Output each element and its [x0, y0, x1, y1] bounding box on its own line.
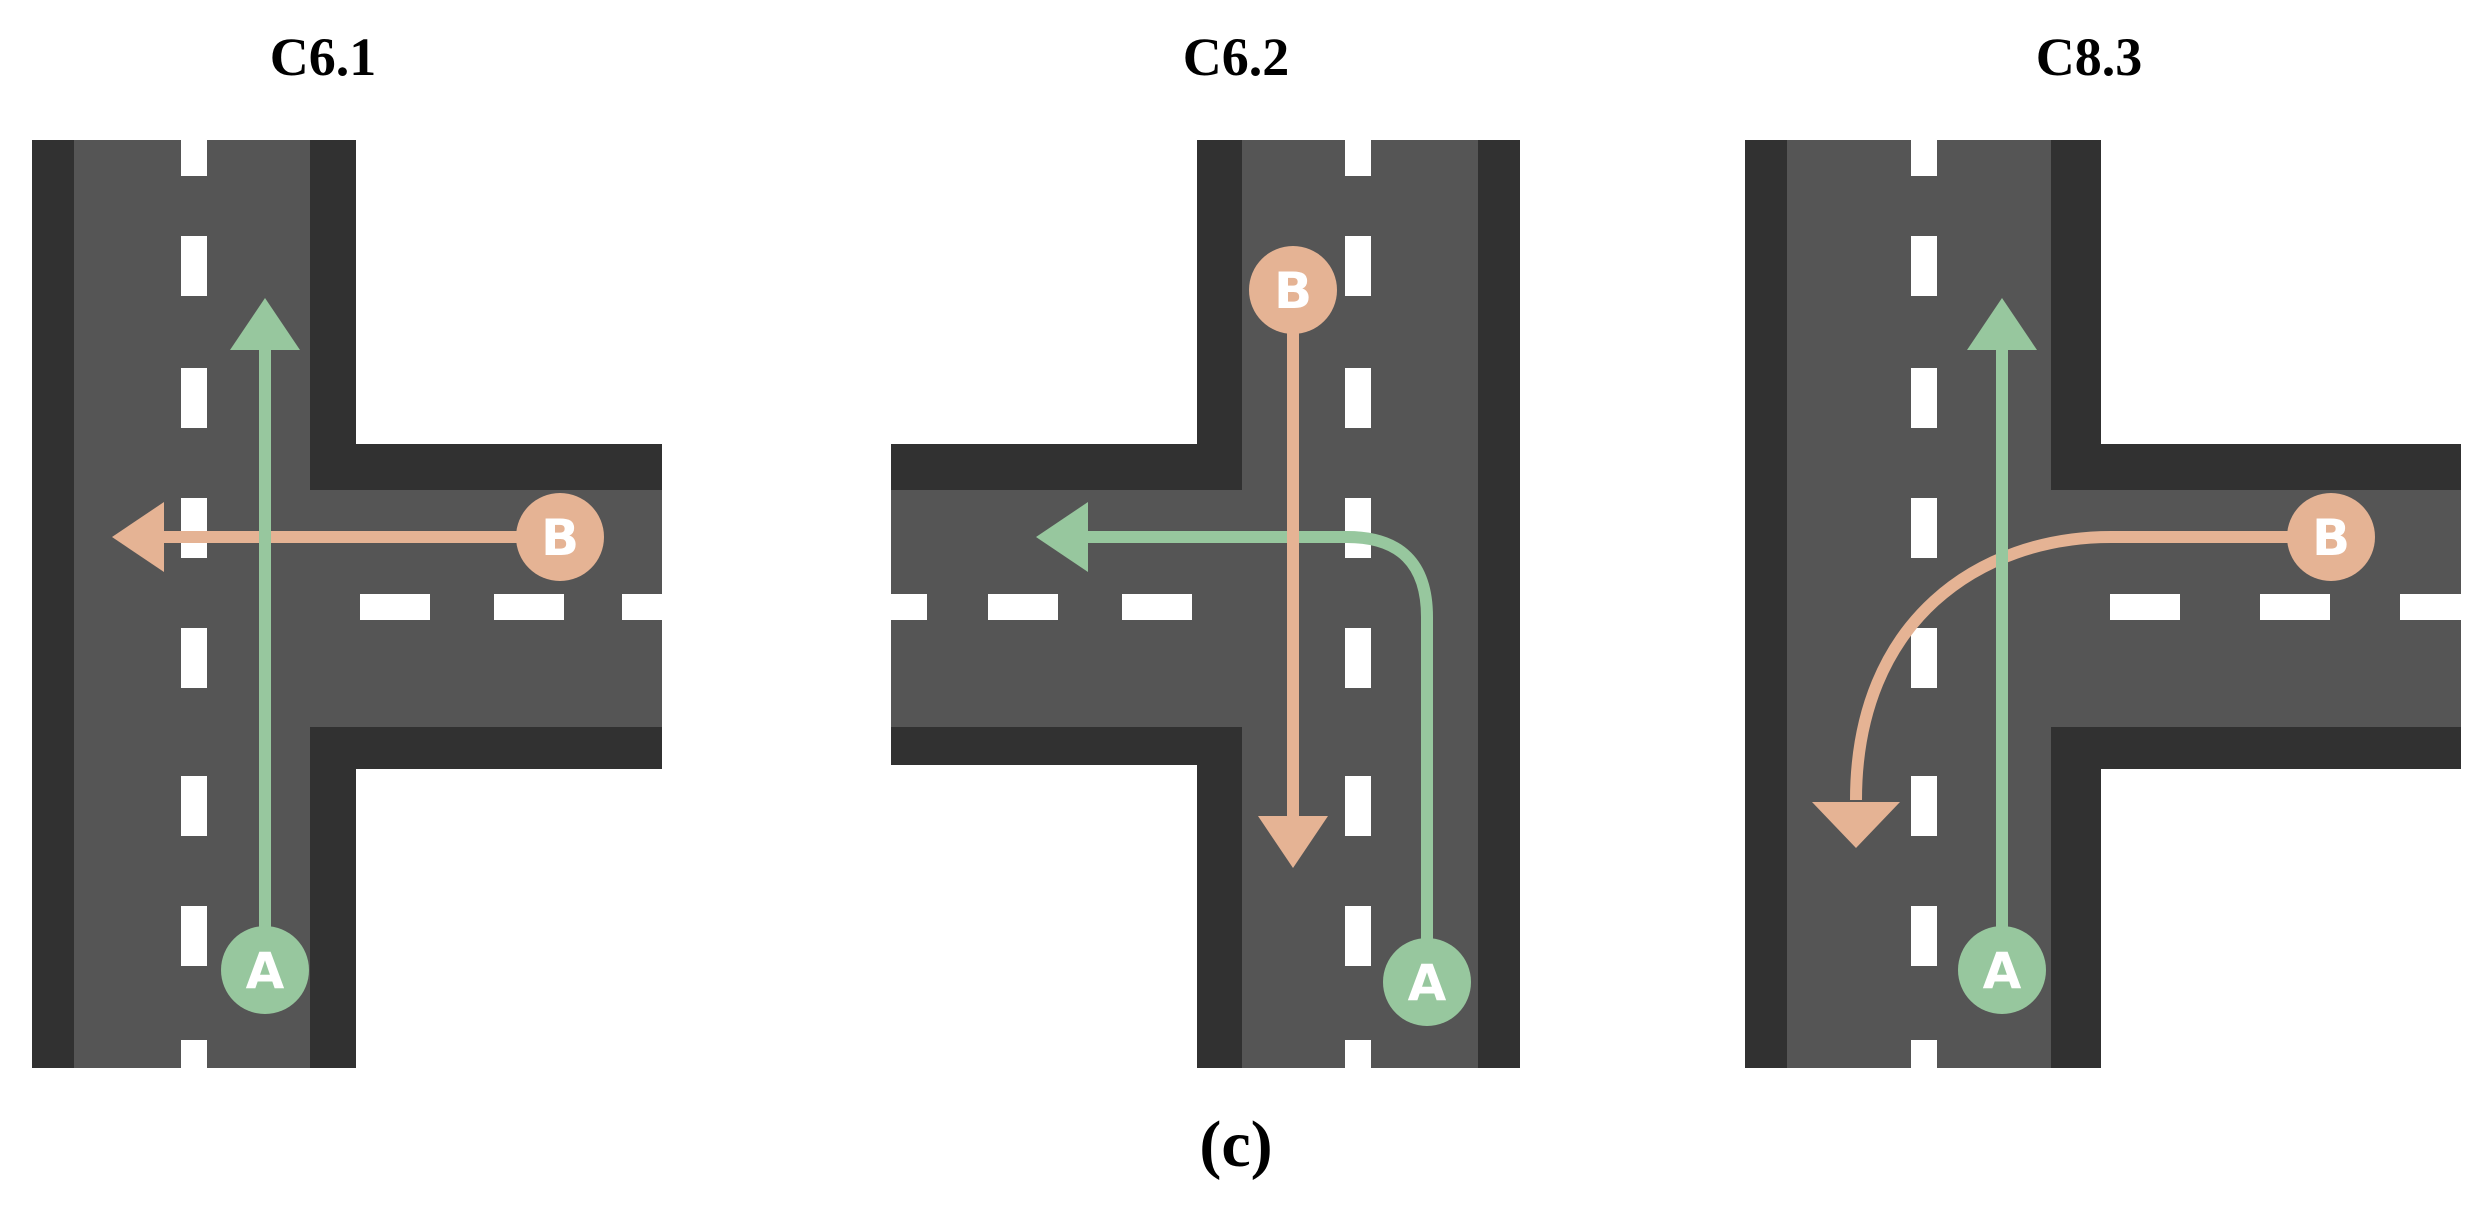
road-network [32, 140, 662, 1068]
path-b-arrowhead [112, 502, 164, 572]
vertical-road-edge-left-lower [1197, 765, 1242, 1068]
path-b [1812, 531, 2331, 848]
vertical-road-edge-right-upper [310, 140, 356, 490]
vertical-road-edge-right-lower [310, 727, 356, 1068]
road-network [891, 140, 1520, 1068]
side-road-edge-bottom [310, 727, 662, 769]
side-road-edge-top [2051, 444, 2461, 490]
node-b: B [1249, 246, 1337, 334]
vertical-road-edge-right-lower [2051, 727, 2101, 1068]
panel-title-c8-3: C8.3 [2035, 27, 2143, 87]
node-b-label: B [1274, 262, 1312, 320]
side-road-edge-bottom [2051, 727, 2461, 769]
node-a-label: A [1408, 954, 1447, 1012]
panel-title-c6-2: C6.2 [1182, 27, 1290, 87]
panel-title-c6-1: C6.1 [269, 27, 377, 87]
path-a [1967, 298, 2037, 970]
figure-caption: (c) [1199, 1108, 1273, 1181]
side-road-edge-top [891, 444, 1242, 490]
side-road-edge-top [310, 444, 662, 490]
node-b: B [516, 493, 604, 581]
lane-markings [891, 140, 1371, 1068]
side-road-edge-bottom [891, 727, 1242, 765]
vertical-road-edge-right-upper [2051, 140, 2101, 490]
node-a-label: A [1983, 942, 2022, 1000]
vertical-road-edge-left [32, 140, 74, 1068]
lane-markings [1911, 140, 2461, 1068]
path-b-arrowhead [1258, 816, 1328, 868]
panel-c6-2: B A [891, 140, 1520, 1068]
node-a: A [221, 926, 309, 1014]
vertical-road-edge-left-upper [1197, 140, 1242, 490]
path-a [1036, 502, 1433, 982]
node-b-label: B [541, 509, 579, 567]
path-a-arrowhead [230, 298, 300, 350]
node-b: B [2287, 493, 2375, 581]
path-b [112, 502, 560, 572]
path-b [1258, 290, 1328, 868]
node-a-label: A [246, 942, 285, 1000]
path-a [230, 298, 300, 970]
lane-markings [181, 140, 662, 1068]
panel-c8-3: B A [1745, 140, 2461, 1068]
path-b-arrowhead [1812, 802, 1900, 848]
path-a-arrowhead [1036, 502, 1088, 572]
node-b-label: B [2312, 509, 2350, 567]
panel-c6-1: B A [32, 140, 662, 1068]
vertical-road-edge-right [1478, 140, 1520, 1068]
node-a: A [1383, 938, 1471, 1026]
path-a-arrowhead [1967, 298, 2037, 350]
vertical-road-edge-left [1745, 140, 1787, 1068]
node-a: A [1958, 926, 2046, 1014]
road-network [1745, 140, 2461, 1068]
